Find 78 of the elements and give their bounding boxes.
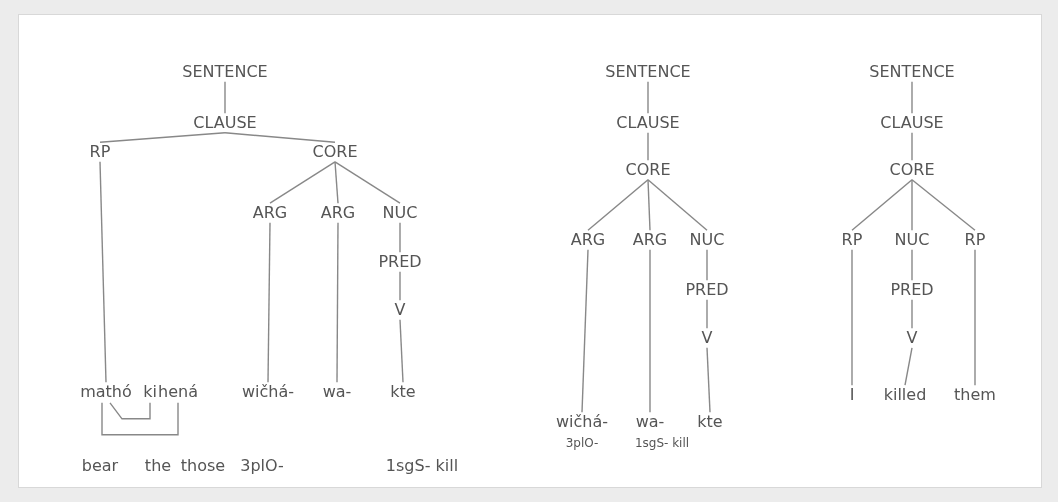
tree-label: ARG xyxy=(320,204,356,222)
tree-label: ARG xyxy=(252,204,288,222)
tree-line xyxy=(851,249,853,386)
gloss-label: the xyxy=(144,457,172,475)
tree-line xyxy=(647,179,651,231)
tree-label: NUC xyxy=(894,231,930,249)
tree-label: SENTENCE xyxy=(182,63,268,81)
tree-label: CORE xyxy=(889,161,935,179)
tree-line xyxy=(851,179,913,231)
tree-label: NUC xyxy=(382,204,418,222)
gloss-label: bear xyxy=(81,457,119,475)
tree-label: RP xyxy=(89,143,111,161)
tree-line xyxy=(647,132,649,161)
tree-label: PRED xyxy=(890,281,934,299)
gloss-label: 3plO- xyxy=(565,437,599,451)
tree-line xyxy=(647,179,708,231)
tree-line xyxy=(399,222,401,253)
tree-line xyxy=(911,179,913,231)
tree-label: NUC xyxy=(689,231,725,249)
tree-line xyxy=(334,161,339,204)
tree-label: ARG xyxy=(632,231,668,249)
tree-line xyxy=(974,249,976,386)
tree-label: killed xyxy=(883,386,927,404)
tree-line xyxy=(706,347,711,413)
tree-label: wičhá- xyxy=(242,383,294,401)
tree-line xyxy=(911,132,913,161)
gloss-label: 1sgS- kill xyxy=(634,437,690,451)
tree-line xyxy=(399,271,401,301)
tree-label: RP xyxy=(964,231,986,249)
tree-line xyxy=(99,161,107,383)
tree-line xyxy=(334,161,401,204)
tree-label: PRED xyxy=(378,253,422,271)
tree-line xyxy=(911,179,976,231)
tree-line xyxy=(911,249,913,281)
tree-label: SENTENCE xyxy=(869,63,955,81)
tree-label: CLAUSE xyxy=(193,114,257,132)
tree-label: them xyxy=(954,386,996,404)
tree-label: wa- xyxy=(322,383,352,401)
tree-label: CLAUSE xyxy=(880,114,944,132)
tree-label: CORE xyxy=(312,143,358,161)
tree-line xyxy=(911,81,913,114)
tree-line xyxy=(706,249,708,281)
tree-line xyxy=(649,249,651,413)
tree-label: ki xyxy=(143,383,157,401)
tree-line xyxy=(224,132,336,143)
tree-label: V xyxy=(906,329,918,347)
gloss-label: 3plO- xyxy=(240,457,284,475)
tree-label: V xyxy=(394,301,406,319)
tree-line xyxy=(267,222,271,383)
tree-label: SENTENCE xyxy=(605,63,691,81)
tree-line xyxy=(911,299,913,329)
tree-line xyxy=(399,319,404,383)
tree-line xyxy=(336,222,339,383)
tree-line xyxy=(647,81,649,114)
tree-line xyxy=(581,249,589,413)
tree-label: I xyxy=(849,386,855,404)
tree-label: V xyxy=(701,329,713,347)
tree-line xyxy=(269,161,336,204)
tree-label: kte xyxy=(697,413,723,431)
tree-label: wičhá- xyxy=(556,413,608,431)
tree-label: CLAUSE xyxy=(616,114,680,132)
tree-label: PRED xyxy=(685,281,729,299)
tree-label: wa- xyxy=(635,413,665,431)
tree-line xyxy=(904,347,913,386)
tree-label: CORE xyxy=(625,161,671,179)
gloss-label: 1sgS- kill xyxy=(385,457,459,475)
tree-label: hená xyxy=(158,383,198,401)
bracket-line xyxy=(109,402,151,420)
tree-label: ARG xyxy=(570,231,606,249)
bracket-line xyxy=(101,402,179,436)
tree-line xyxy=(99,132,226,143)
tree-label: kte xyxy=(390,383,416,401)
tree-line xyxy=(587,179,649,231)
tree-label: mathó xyxy=(80,383,132,401)
tree-line xyxy=(706,299,708,329)
tree-line xyxy=(224,81,226,114)
gloss-label: those xyxy=(180,457,226,475)
tree-label: RP xyxy=(841,231,863,249)
